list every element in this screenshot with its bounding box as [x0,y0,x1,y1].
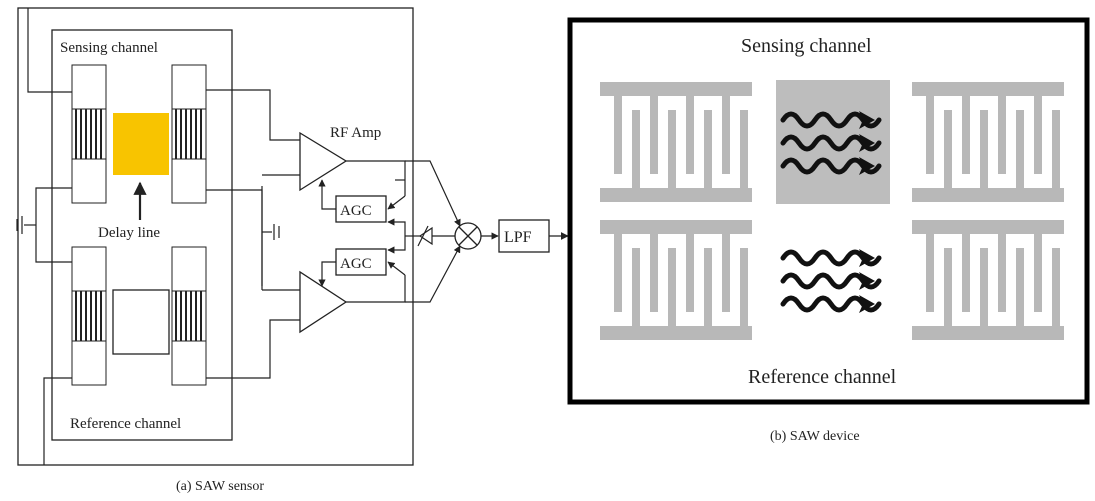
device-sensing-channel-label: Sensing channel [741,35,872,57]
saw-sensor-panel: Sensing channel Delay line Reference cha… [16,7,569,494]
mixer-inputs [405,160,461,303]
agc-top-label: AGC [340,203,372,219]
sensor-inner-box [51,29,233,441]
rf-amp-top [299,131,348,192]
saw-device-panel: Sensing channel Reference channel (b) SA… [567,17,1090,444]
rf-amp-label: RF Amp [330,125,381,141]
reference-idt-right [171,246,207,386]
device-caption: (b) SAW device [770,429,860,444]
sensing-channel-label: Sensing channel [60,40,158,56]
device-frame [567,17,1090,405]
sensing-waves [783,111,879,175]
right-wiring [206,89,300,379]
reference-waves [783,249,879,313]
mixer [454,222,482,250]
sensor-caption: (a) SAW sensor [176,479,264,494]
sensing-idt-right [171,64,207,204]
lpf-label: LPF [504,229,532,246]
device-reference-channel-label: Reference channel [748,366,897,388]
reference-channel-label: Reference channel [70,416,181,432]
agc-bottom-label: AGC [340,256,372,272]
delay-line-label: Delay line [98,225,160,241]
delay-line-film [113,113,169,175]
left-ground-wiring [16,8,72,465]
reference-delay-box [112,289,170,355]
reference-idt-left [71,246,107,386]
agc-wiring [318,160,420,303]
sensing-idt-left [71,64,107,204]
rf-amp-bottom [299,270,348,334]
